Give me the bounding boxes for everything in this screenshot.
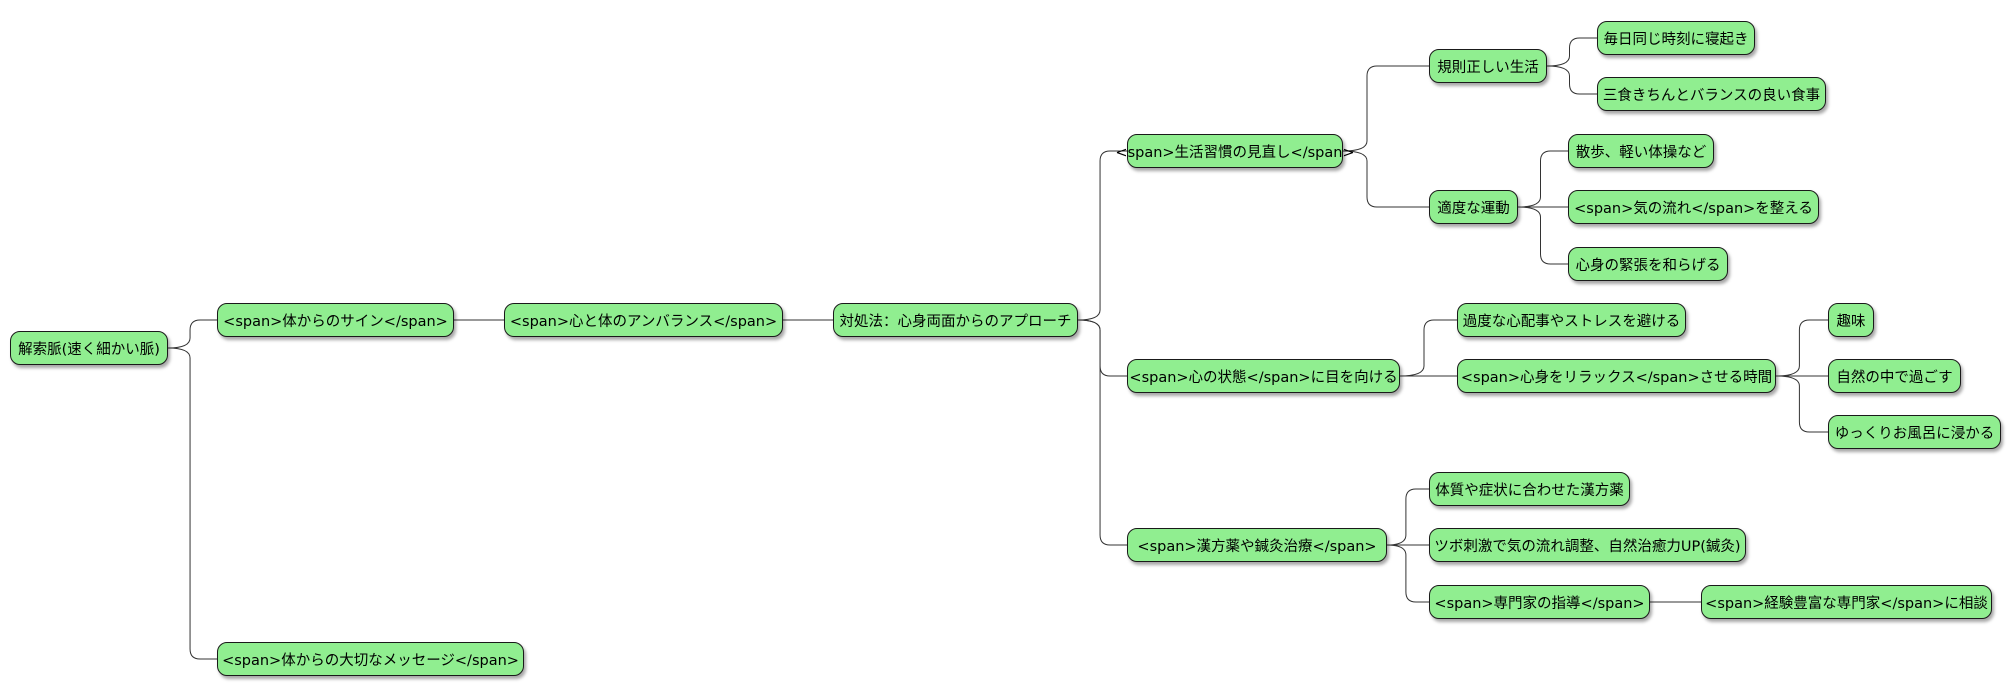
node-walk[interactable]: 散歩、軽い体操など <box>1568 134 1714 168</box>
node-consult[interactable]: <span>経験豊富な専門家</span>に相談 <box>1701 585 1992 619</box>
connector-mind_state-avoid_stress <box>1399 319 1457 377</box>
node-kampo[interactable]: <span>漢方薬や鍼灸治療</span> <box>1127 528 1387 562</box>
node-regular-life[interactable]: 規則正しい生活 <box>1429 49 1547 83</box>
connector-root-signs <box>167 319 217 349</box>
node-expert[interactable]: <span>専門家の指導</span> <box>1429 585 1650 619</box>
connector-habits-regular_life <box>1342 65 1429 152</box>
connector-exercise-relax_tension <box>1517 206 1568 265</box>
connector-exercise-walk <box>1517 150 1568 208</box>
node-avoid-stress[interactable]: 過度な心配事やストレスを避ける <box>1457 303 1686 337</box>
connector-approach-mind_state <box>1077 319 1127 377</box>
node-nature[interactable]: 自然の中で過ごす <box>1828 359 1961 393</box>
connector-regular_life-three_meals <box>1546 65 1597 95</box>
connector-approach-kampo <box>1077 319 1127 546</box>
node-approach[interactable]: 対処法：心身両面からのアプローチ <box>833 303 1078 337</box>
node-kampo-med[interactable]: 体質や症状に合わせた漢方薬 <box>1429 472 1630 506</box>
node-same-time-sleep[interactable]: 毎日同じ時刻に寝起き <box>1597 21 1755 55</box>
node-three-meals[interactable]: 三食きちんとバランスの良い食事 <box>1597 77 1826 111</box>
node-relax-time[interactable]: <span>心身をリラックス</span>させる時間 <box>1457 359 1776 393</box>
node-exercise[interactable]: 適度な運動 <box>1429 190 1518 224</box>
connector-regular_life-same_time_sleep <box>1546 37 1597 67</box>
node-habits[interactable]: <span>生活習慣の見直し</span> <box>1115 134 1355 168</box>
node-mind-state[interactable]: <span>心の状態</span>に目を向ける <box>1127 359 1400 393</box>
node-signs[interactable]: <span>体からのサイン</span> <box>217 303 454 337</box>
node-imbalance[interactable]: <span>心と体のアンバランス</span> <box>504 303 783 337</box>
node-bath[interactable]: ゆっくりお風呂に浸かる <box>1828 415 2001 449</box>
node-qi-flow[interactable]: <span>気の流れ</span>を整える <box>1568 190 1819 224</box>
node-acupuncture[interactable]: ツボ刺激で気の流れ調整、自然治癒力UP(鍼灸) <box>1429 528 1746 562</box>
node-message[interactable]: <span>体からの大切なメッセージ</span> <box>217 642 524 676</box>
node-hobby[interactable]: 趣味 <box>1828 303 1874 337</box>
connector-kampo-expert <box>1386 544 1429 603</box>
connector-relax_time-hobby <box>1775 319 1828 377</box>
connector-relax_time-bath <box>1775 375 1828 433</box>
connector-approach-habits <box>1077 150 1127 321</box>
connector-habits-exercise <box>1342 150 1429 208</box>
node-root[interactable]: 解索脈(速く細かい脈) <box>10 331 168 365</box>
connector-kampo-kampo_med <box>1386 488 1429 546</box>
connector-root-message <box>167 347 217 660</box>
node-relax-tension[interactable]: 心身の緊張を和らげる <box>1568 247 1728 281</box>
